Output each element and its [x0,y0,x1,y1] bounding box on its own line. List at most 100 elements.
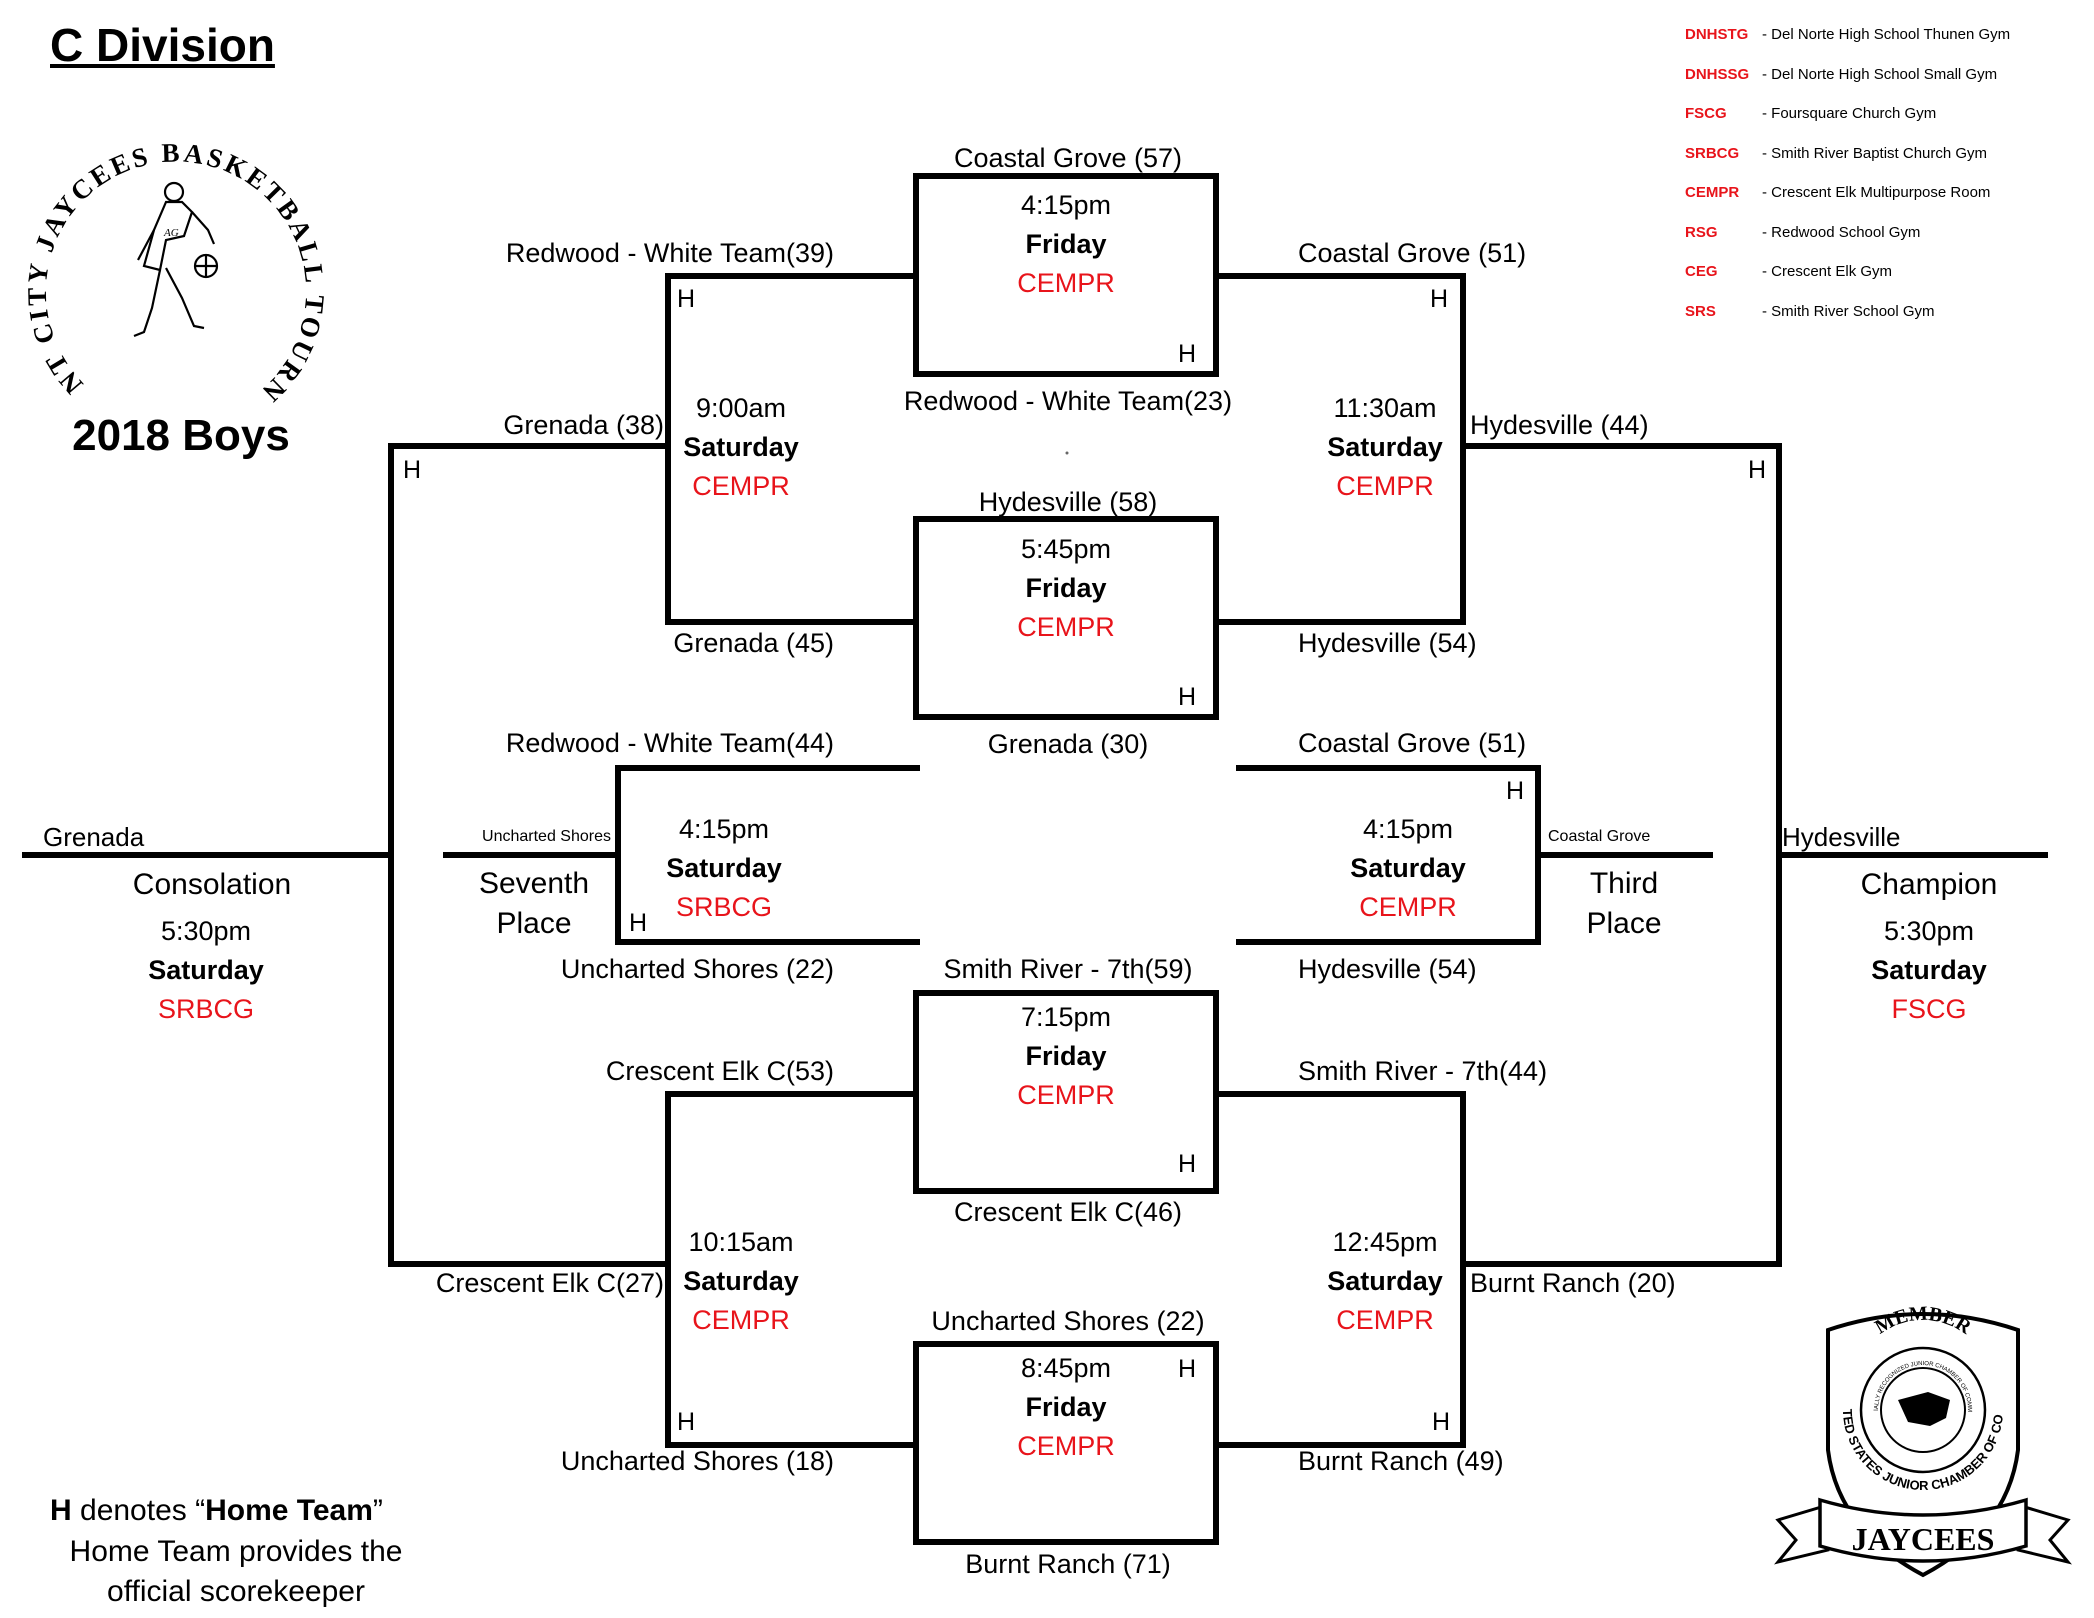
home-marker: H [1178,340,1197,368]
game-venue: CEMPR [1336,471,1434,501]
note-home-team: Home Team [205,1494,373,1527]
third-place-label: Place [1586,907,1662,940]
basketball-player-icon [133,181,219,338]
game-day: Saturday [683,1266,799,1296]
game-time: 9:00am [695,393,787,423]
game-day: Saturday [1327,1266,1443,1296]
team-label: Coastal Grove (57) [953,143,1183,173]
game-day: Saturday [1871,955,1987,985]
home-marker: H [1432,1408,1451,1436]
legend-code: SRBCG [1685,144,1740,162]
tournament-logo: CRESCENT CITY JAYCEES BASKETBALL TOURNAM… [16,90,330,410]
game-day: Friday [1025,573,1107,603]
game-time: 12:45pm [1332,1227,1438,1257]
team-label: Hydesville (54) [1298,954,1477,984]
note-denotes: denotes “ [71,1494,206,1527]
game-venue: FSCG [1891,994,1967,1024]
team-label: Burnt Ranch (71) [965,1549,1171,1579]
logo-badge: AG [163,227,179,239]
home-marker: H [677,285,696,313]
team-label: Hydesville (58) [978,487,1158,517]
game-time: 10:15am [688,1227,794,1257]
game-venue: CEMPR [1017,1431,1115,1461]
home-team-note-line3: official scorekeeper [107,1575,365,1608]
legend-description: - Redwood School Gym [1762,223,1921,241]
note-close: ” [372,1494,383,1527]
home-marker: H [1178,1355,1197,1383]
legend-code: RSG [1685,223,1718,241]
legend-code: FSCG [1685,105,1727,122]
legend-code: CEG [1685,263,1718,280]
logo-ring-text: CRESCENT CITY JAYCEES BASKETBALL TOURNAM… [16,90,327,410]
game-time: 11:30am [1333,393,1437,423]
home-marker: H [677,1408,696,1436]
legend-description: - Del Norte High School Thunen Gym [1762,26,2011,43]
game-venue: CEMPR [692,471,790,501]
team-label: Hydesville (54) [1298,628,1477,658]
game-venue: SRBCG [675,892,773,922]
home-marker: H [1506,777,1525,805]
game-day: Friday [1025,1392,1107,1422]
legend-code: DNHSTG [1685,26,1749,43]
game-time: 4:15pm [1020,190,1112,220]
game-venue: CEMPR [692,1305,790,1335]
legend-code: CEMPR [1685,184,1740,201]
legend-description: - Crescent Elk Multipurpose Room [1762,184,1991,201]
seal-banner-text: JAYCEES [1852,1521,1995,1557]
team-label: Uncharted Shores (18) [560,1446,834,1476]
team-label: Hydesville (44) [1470,410,1649,440]
legend-description: - Smith River Baptist Church Gym [1762,144,1988,162]
home-marker: H [1748,456,1767,484]
note-h: H [50,1494,72,1527]
consolation-winner: Grenada [43,822,145,852]
team-label: Smith River - 7th(44) [1298,1056,1548,1086]
team-label: Crescent Elk C(27) [435,1268,664,1298]
home-team-note-line1: H denotes “Home Team” [50,1496,383,1526]
game-day: Saturday [1350,853,1466,883]
seventh-place-label: Seventh [478,867,590,900]
svg-text:MEMBER: MEMBER [1871,1303,1975,1339]
game-time: 5:30pm [160,916,252,946]
team-label: Crescent Elk C(46) [953,1197,1183,1227]
team-label: Coastal Grove (51) [1298,728,1527,758]
game-day: Saturday [1327,432,1443,462]
legend-code: DNHSSG [1685,65,1750,83]
game-day: Saturday [683,432,799,462]
third-place-label: Third [1589,867,1659,900]
home-marker: H [403,456,422,484]
team-label: Grenada (30) [987,729,1149,759]
team-label: Redwood - White Team(44) [505,728,834,758]
team-label: Grenada (38) [503,410,664,440]
third-winner: Coastal Grove [1548,828,1651,845]
game-day: Saturday [666,853,782,883]
team-label: Burnt Ranch (49) [1298,1446,1504,1476]
game-venue: CEMPR [1017,268,1115,298]
game-time: 4:15pm [1362,814,1454,844]
svg-text:CRESCENT CITY JAYCEES BASKETBA: CRESCENT CITY JAYCEES BASKETBALL TOURNAM… [16,90,330,410]
box-fri-545 [913,516,1219,720]
bracket-sat-1015 [665,1091,916,1448]
page-subtitle: 2018 Boys [72,411,290,460]
team-label: Redwood - White Team(23) [903,386,1233,416]
team-label: Coastal Grove (51) [1298,238,1527,268]
game-time: 4:15pm [678,814,770,844]
seal-top-text: MEMBER [1871,1303,1975,1339]
team-label: Redwood - White Team(39) [505,238,834,268]
team-label: Burnt Ranch (20) [1470,1268,1676,1298]
legend-description: - Foursquare Church Gym [1762,105,1937,122]
consolation-label: Consolation [132,868,292,901]
jaycees-member-seal: MEMBER THE UNITED STATES JUNIOR CHAMBER … [1758,1300,2072,1578]
champion-label: Champion [1860,868,1998,901]
game-venue: CEMPR [1017,612,1115,642]
legend-code: SRS [1685,302,1716,320]
game-venue: SRBCG [157,994,255,1024]
team-label: Uncharted Shores (22) [560,954,834,984]
bracket-sat-1245 [1216,1091,1466,1448]
seventh-winner: Uncharted Shores [482,828,611,845]
game-time: 5:30pm [1883,916,1975,946]
game-venue: CEMPR [1336,1305,1434,1335]
legend-description: - Crescent Elk Gym [1762,263,1893,280]
us-map-icon [1898,1392,1950,1426]
team-label: Grenada (45) [673,628,834,658]
